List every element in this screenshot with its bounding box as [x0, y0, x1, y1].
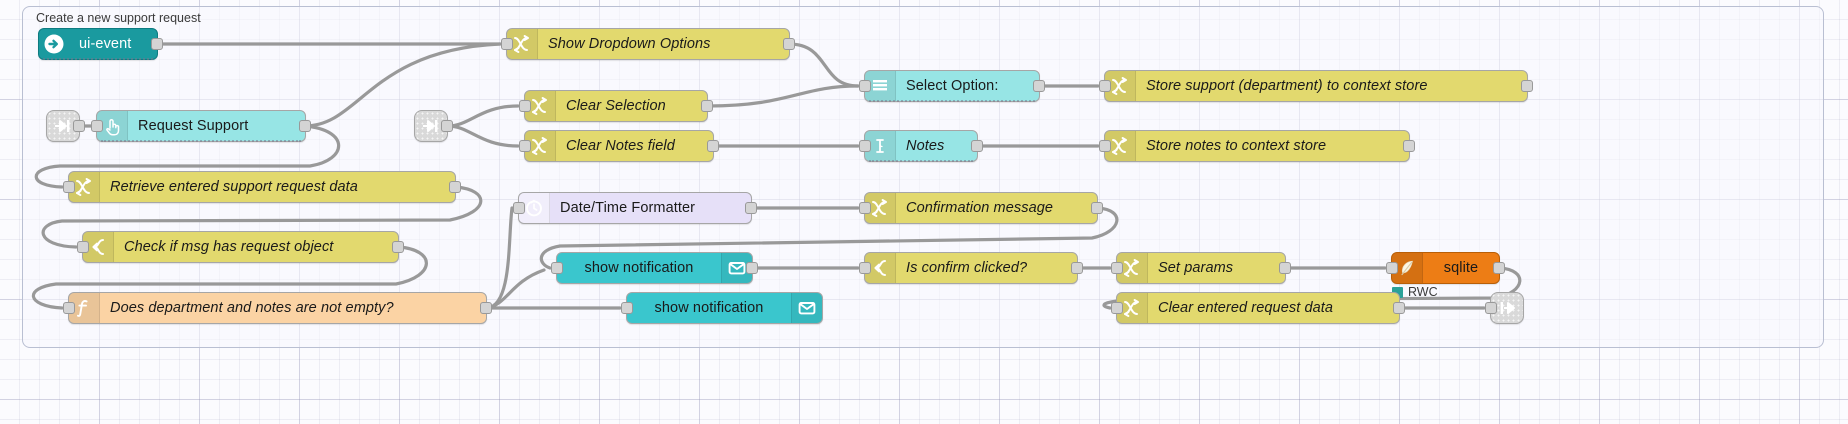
input-port[interactable] — [1099, 80, 1111, 92]
node-label: Clear Selection — [566, 98, 666, 114]
node-label: Clear Notes field — [566, 138, 675, 154]
output-port[interactable] — [746, 262, 758, 274]
node-underline — [101, 138, 301, 142]
node-set-params[interactable]: Set params — [1111, 252, 1291, 284]
node-label: Store support (department) to context st… — [1146, 78, 1428, 94]
flow-group-label: Create a new support request — [36, 11, 201, 25]
status-dot — [1392, 286, 1403, 298]
node-label: Clear entered request data — [1158, 300, 1334, 316]
node-notes[interactable]: Notes — [859, 130, 983, 162]
node-label: Check if msg has request object — [124, 239, 334, 255]
input-port[interactable] — [859, 80, 871, 92]
node-link-in-2[interactable] — [414, 110, 453, 142]
node-status-sqlite: RWC — [1392, 285, 1438, 299]
input-port[interactable] — [77, 241, 89, 253]
output-port[interactable] — [1279, 262, 1291, 274]
node-underline — [43, 56, 153, 60]
node-store-notes[interactable]: Store notes to context store — [1099, 130, 1415, 162]
input-port[interactable] — [1111, 302, 1123, 314]
output-port[interactable] — [707, 140, 719, 152]
node-store-support-department[interactable]: Store support (department) to context st… — [1099, 70, 1533, 102]
input-port[interactable] — [513, 202, 525, 214]
node-label: Notes — [906, 138, 945, 154]
link-out-icon — [1492, 297, 1522, 319]
input-port[interactable] — [1111, 262, 1123, 274]
output-port[interactable] — [701, 100, 713, 112]
input-port[interactable] — [519, 140, 531, 152]
node-does-department-and-notes-not-empty[interactable]: Does department and notes are not empty? — [63, 292, 492, 324]
node-is-confirm-clicked[interactable]: Is confirm clicked? — [859, 252, 1083, 284]
node-label: Store notes to context store — [1146, 138, 1327, 154]
output-port[interactable] — [441, 120, 453, 132]
node-label: Is confirm clicked? — [906, 260, 1028, 276]
output-port[interactable] — [480, 302, 492, 314]
input-port[interactable] — [1099, 140, 1111, 152]
output-port[interactable] — [151, 38, 163, 50]
input-port[interactable] — [1386, 262, 1398, 274]
node-label: ui-event — [79, 36, 132, 52]
node-label: Show Dropdown Options — [548, 36, 711, 52]
node-link-in-1[interactable] — [46, 110, 85, 142]
node-label: Does department and notes are not empty? — [110, 300, 394, 316]
node-clear-entered-request-data[interactable]: Clear entered request data — [1111, 292, 1405, 324]
node-link-out-1[interactable] — [1485, 292, 1524, 324]
node-label: Confirmation message — [906, 200, 1054, 216]
link-in-icon — [416, 115, 446, 137]
input-port[interactable] — [551, 262, 563, 274]
status-label: RWC — [1408, 285, 1438, 299]
output-port[interactable] — [1393, 302, 1405, 314]
node-ui-event[interactable]: ui-event — [38, 28, 163, 60]
input-port[interactable] — [1485, 302, 1497, 314]
input-port[interactable] — [63, 181, 75, 193]
input-port[interactable] — [501, 38, 513, 50]
input-port[interactable] — [519, 100, 531, 112]
input-port[interactable] — [63, 302, 75, 314]
node-confirmation-message[interactable]: Confirmation message — [859, 192, 1103, 224]
node-clear-selection[interactable]: Clear Selection — [519, 90, 713, 122]
node-show-notification-2[interactable]: show notification — [621, 292, 823, 324]
node-label: Date/Time Formatter — [560, 200, 696, 216]
link-in-icon — [48, 115, 78, 137]
node-label: Set params — [1158, 260, 1234, 276]
input-port[interactable] — [621, 302, 633, 314]
output-port[interactable] — [971, 140, 983, 152]
node-request-support[interactable]: Request Support — [91, 110, 311, 142]
node-label: show notification — [584, 260, 694, 276]
node-label: show notification — [654, 300, 764, 316]
node-label: sqlite — [1443, 260, 1479, 276]
node-check-msg-has-request-object[interactable]: Check if msg has request object — [77, 231, 404, 263]
node-underline — [869, 158, 973, 162]
switch-node-icon — [865, 253, 896, 283]
output-port[interactable] — [1071, 262, 1083, 274]
node-sqlite[interactable]: sqlite — [1386, 252, 1505, 284]
output-port[interactable] — [299, 120, 311, 132]
node-label: Retrieve entered support request data — [110, 179, 358, 195]
output-port[interactable] — [745, 202, 757, 214]
output-port[interactable] — [1403, 140, 1415, 152]
node-underline — [869, 98, 1035, 102]
input-port[interactable] — [859, 202, 871, 214]
envelope-icon — [791, 293, 822, 323]
input-port[interactable] — [91, 120, 103, 132]
node-show-notification-1[interactable]: show notification — [551, 252, 758, 284]
input-port[interactable] — [859, 140, 871, 152]
node-datetime-formatter[interactable]: Date/Time Formatter — [513, 192, 757, 224]
output-port[interactable] — [392, 241, 404, 253]
node-label: Request Support — [138, 118, 249, 134]
output-port[interactable] — [1091, 202, 1103, 214]
output-port[interactable] — [449, 181, 461, 193]
node-clear-notes-field[interactable]: Clear Notes field — [519, 130, 719, 162]
node-select-option[interactable]: Select Option: — [859, 70, 1045, 102]
arrow-right-circle-icon — [39, 29, 69, 59]
output-port[interactable] — [73, 120, 85, 132]
node-label: Select Option: — [906, 78, 999, 94]
output-port[interactable] — [1521, 80, 1533, 92]
output-port[interactable] — [1033, 80, 1045, 92]
output-port[interactable] — [1493, 262, 1505, 274]
input-port[interactable] — [859, 262, 871, 274]
output-port[interactable] — [783, 38, 795, 50]
node-retrieve-request-data[interactable]: Retrieve entered support request data — [63, 171, 461, 203]
node-show-dropdown-options[interactable]: Show Dropdown Options — [501, 28, 795, 60]
